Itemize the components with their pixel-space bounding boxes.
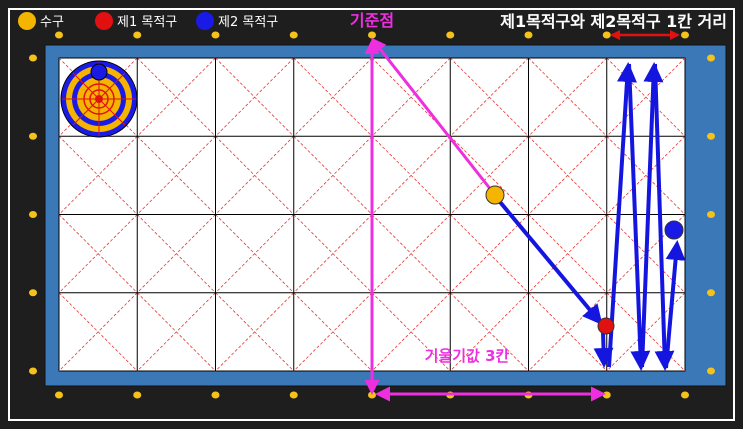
target-dartboard-icon xyxy=(60,60,138,138)
diagonal-line xyxy=(528,292,608,372)
rail-diamond xyxy=(211,391,220,399)
diagonal-line xyxy=(58,135,138,215)
diagonal-line xyxy=(215,57,295,137)
rail-diamond xyxy=(707,289,715,297)
reference-to-cue-guide xyxy=(371,37,497,196)
legend: 수구 제1 목적구 제2 목적구 xyxy=(18,12,278,30)
cue-ball xyxy=(485,185,505,205)
rail-diamond xyxy=(29,289,37,297)
diagonal-line xyxy=(371,214,451,294)
target-ball-1 xyxy=(597,317,615,335)
rail-diamond xyxy=(681,391,689,399)
rail-diamond xyxy=(446,31,455,39)
path-zigzag-2 xyxy=(627,63,651,371)
rail-diamond xyxy=(29,132,37,140)
diagonal-line xyxy=(136,57,216,137)
diagonal-line xyxy=(293,214,373,294)
rail-diamond xyxy=(707,367,715,375)
rail-diamond xyxy=(133,31,142,39)
diagonal-line xyxy=(136,292,216,372)
diagram-title: 제1목적구와 제2목적구 1칸 거리 xyxy=(500,12,727,31)
diagonal-line xyxy=(606,57,686,137)
path-first-drop xyxy=(593,331,614,368)
rail-diamond xyxy=(707,54,715,62)
rail-diamond xyxy=(29,54,37,62)
legend-cue-ball-label: 수구 xyxy=(40,15,64,30)
diagonal-line xyxy=(136,135,216,215)
rail-diamond xyxy=(602,391,611,399)
tilt-value-label: 기울기값 3칸 xyxy=(425,347,510,365)
ball-path xyxy=(498,62,686,371)
diagonal-line xyxy=(371,292,451,372)
diagonal-line xyxy=(449,57,529,137)
path-zigzag-1 xyxy=(607,62,637,368)
diagonal-line xyxy=(606,292,686,372)
diagonal-line xyxy=(449,292,529,372)
rail-diamond xyxy=(29,367,37,375)
path-final xyxy=(664,240,686,369)
diagonal-line xyxy=(449,135,529,215)
diagonal-line xyxy=(449,214,529,294)
diagonal-line xyxy=(215,214,295,294)
rail-diamond xyxy=(707,132,715,140)
rail-diamond xyxy=(29,211,37,218)
diagonal-line xyxy=(58,214,138,294)
path-zigzag-4 xyxy=(653,63,675,371)
legend-target-ball-2-label: 제2 목적구 xyxy=(218,15,278,30)
diagonal-line xyxy=(215,135,295,215)
diagonal-line xyxy=(371,57,451,137)
rail-diamond xyxy=(55,31,63,39)
path-cue-to-first xyxy=(498,200,603,326)
rail-diamond xyxy=(707,211,715,218)
rail-diamond xyxy=(289,31,298,39)
diagonal-line xyxy=(293,292,373,372)
diagonal-line xyxy=(371,135,451,215)
diagonal-line xyxy=(293,57,373,137)
path-zigzag-3 xyxy=(640,62,664,368)
rail-diamond xyxy=(211,31,220,39)
diagonal-line xyxy=(528,57,608,137)
rail-diamond xyxy=(524,31,533,39)
legend-target-ball-1-swatch xyxy=(95,12,113,30)
rail-diamond xyxy=(368,391,376,399)
diagonal-line xyxy=(136,214,216,294)
diagonal-line xyxy=(58,292,138,372)
rail-diamond xyxy=(368,31,376,39)
rail-diamond xyxy=(602,31,611,39)
diagonal-line xyxy=(528,214,608,294)
legend-cue-ball-swatch xyxy=(18,12,36,30)
diagonal-line xyxy=(528,135,608,215)
reference-point-label: 기준점 xyxy=(350,11,394,30)
outer-frame xyxy=(8,8,735,421)
target-ball-2 xyxy=(664,220,684,240)
legend-target-ball-2-swatch xyxy=(196,12,214,30)
rail-diamond xyxy=(133,391,142,399)
diagonal-line xyxy=(293,135,373,215)
rail-diamond xyxy=(289,391,298,399)
rail-diamond xyxy=(55,391,63,399)
diagonal-line xyxy=(215,292,295,372)
legend-target-ball-1-label: 제1 목적구 xyxy=(117,15,177,30)
rail-diamond xyxy=(681,31,689,39)
guide-lines xyxy=(364,37,606,402)
